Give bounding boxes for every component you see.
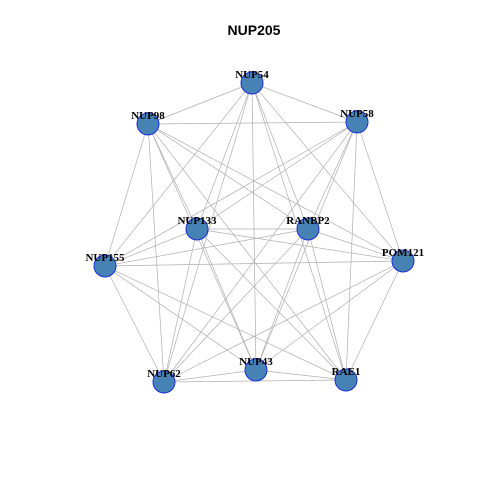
node-label-nup43: NUP43	[239, 356, 273, 368]
edge-pom121-nup43	[255, 260, 404, 371]
node-label-rae1: RAE1	[332, 366, 361, 378]
edge-nup98-nup133	[147, 123, 198, 230]
graph-title: NUP205	[228, 22, 281, 38]
node-label-nup155: NUP155	[85, 252, 125, 264]
edge-nup54-ranbp2	[251, 82, 309, 230]
edge-nup98-ranbp2	[147, 123, 309, 230]
edge-ranbp2-nup43	[255, 228, 309, 371]
node-label-nup98: NUP98	[131, 110, 165, 122]
node-nup62[interactable]	[152, 370, 176, 394]
edge-nup54-pom121	[251, 82, 404, 262]
edges-layer	[104, 82, 404, 383]
edge-pom121-nup62	[163, 260, 404, 383]
edge-nup98-nup62	[147, 123, 165, 383]
edge-nup98-nup155	[104, 123, 149, 267]
edge-nup133-nup43	[196, 228, 257, 371]
node-ranbp2[interactable]	[296, 217, 320, 241]
edge-nup155-nup62	[104, 265, 165, 383]
node-label-nup58: NUP58	[340, 108, 374, 120]
node-rae1[interactable]	[334, 368, 358, 392]
edge-nup58-nup62	[163, 121, 358, 383]
edge-nup54-nup58	[251, 82, 358, 123]
node-label-nup54: NUP54	[235, 69, 269, 81]
node-nup43[interactable]	[244, 358, 268, 382]
node-nup54[interactable]	[240, 71, 264, 95]
node-label-nup133: NUP133	[177, 215, 217, 227]
edge-nup133-rae1	[196, 228, 347, 381]
edge-nup54-nup155	[104, 82, 253, 267]
node-label-pom121: POM121	[382, 247, 424, 259]
edge-nup155-pom121	[104, 260, 404, 267]
node-nup58[interactable]	[345, 110, 369, 134]
edge-nup58-nup155	[104, 121, 358, 267]
edge-pom121-rae1	[345, 260, 404, 381]
edge-nup58-rae1	[345, 121, 358, 381]
edge-nup58-pom121	[356, 121, 404, 262]
node-nup133[interactable]	[185, 217, 209, 241]
edge-ranbp2-nup155	[104, 228, 309, 267]
node-label-nup62: NUP62	[147, 368, 181, 380]
edge-nup133-nup62	[163, 228, 198, 383]
edge-ranbp2-nup62	[163, 228, 309, 383]
edge-nup133-nup155	[104, 228, 198, 267]
edge-nup43-nup62	[163, 369, 257, 383]
edge-nup54-nup133	[196, 82, 253, 230]
edge-nup54-nup43	[251, 82, 257, 371]
edge-nup43-rae1	[255, 369, 347, 381]
edge-ranbp2-pom121	[307, 228, 404, 262]
edge-nup58-nup133	[196, 121, 358, 230]
edge-ranbp2-rae1	[307, 228, 347, 381]
edge-nup98-rae1	[147, 123, 347, 381]
edge-nup58-nup98	[147, 121, 358, 125]
node-label-ranbp2: RANBP2	[286, 215, 330, 227]
node-nup155[interactable]	[93, 254, 117, 278]
edge-nup58-ranbp2	[307, 121, 358, 230]
edge-nup54-nup98	[147, 82, 253, 125]
edge-nup133-pom121	[196, 228, 404, 262]
edge-nup98-pom121	[147, 123, 404, 262]
edge-nup155-nup43	[104, 265, 257, 371]
edge-nup155-rae1	[104, 265, 347, 381]
nodes-layer	[93, 71, 415, 394]
node-pom121[interactable]	[391, 249, 415, 273]
edge-nup54-nup62	[163, 82, 253, 383]
node-nup98[interactable]	[136, 112, 160, 136]
